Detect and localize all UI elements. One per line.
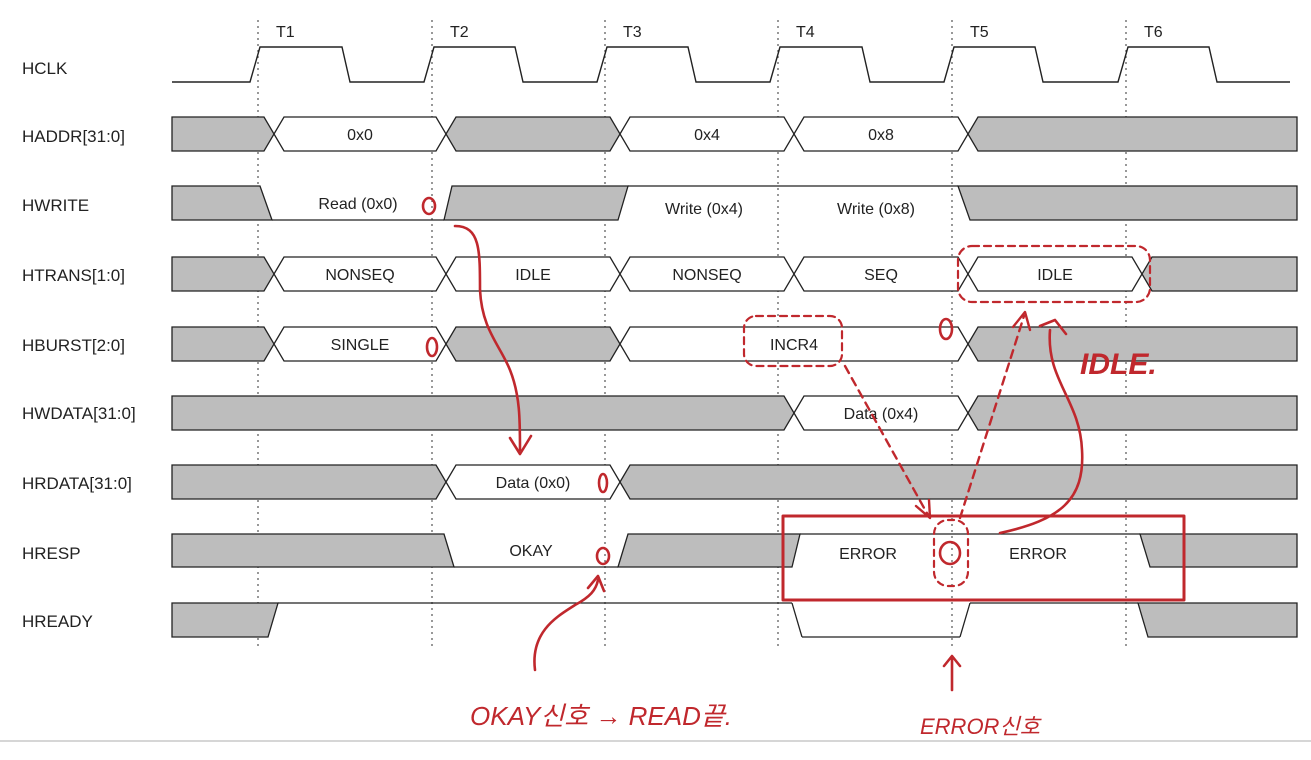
clock-label-t6: T6: [1144, 24, 1163, 41]
arrow-read-to-hrdata-head: [508, 434, 533, 456]
hready-waveform: [171, 602, 1298, 638]
arrow-incr4-to-error-head: [914, 498, 932, 520]
clock-label-t3: T3: [623, 24, 642, 41]
htrans-value-idle-2: IDLE: [1037, 267, 1073, 284]
haddr-value-0x0: 0x0: [347, 127, 373, 144]
hburst-value-incr4: INCR4: [770, 337, 818, 354]
hresp-value-error-1: ERROR: [839, 546, 897, 563]
haddr-waveform: [171, 116, 1298, 152]
marker-circle-t5-hburst: [938, 317, 954, 341]
hwrite-value-write-0x4: Write (0x4): [665, 201, 743, 218]
signal-label-hburst: HBURST[2:0]: [22, 336, 125, 355]
error-highlight-box: [781, 514, 1186, 602]
arrow-okay-note-up-head: [586, 574, 606, 593]
haddr-value-0x4: 0x4: [694, 127, 720, 144]
red-annotations: [421, 196, 1186, 692]
hburst-waveform: [171, 326, 1298, 362]
hresp-waveform: [171, 533, 1298, 568]
highlight-box-incr4: [742, 314, 844, 368]
hclk-waveform: [172, 46, 1290, 83]
signal-label-haddr: HADDR[31:0]: [22, 127, 125, 146]
clock-label-t1: T1: [276, 24, 295, 41]
marker-circle-hrdata: [597, 472, 609, 494]
hwrite-value-write-0x8: Write (0x8): [837, 201, 915, 218]
htrans-value-nonseq-2: NONSEQ: [672, 267, 741, 284]
signal-label-hresp: HRESP: [22, 544, 81, 563]
htrans-value-seq: SEQ: [864, 267, 898, 284]
arrow-error-note-up: [942, 654, 962, 692]
hresp-value-error-2: ERROR: [1009, 546, 1067, 563]
arrow-error-to-idle-note-head: [1038, 318, 1068, 336]
marker-circle-hwrite: [421, 196, 437, 216]
okay-note: OKAY신호 → READ끝.: [470, 701, 732, 731]
signal-label-hready: HREADY: [22, 612, 93, 631]
hwrite-waveform: [171, 185, 1298, 221]
htrans-value-idle-1: IDLE: [515, 267, 551, 284]
hwdata-waveform: [171, 395, 1298, 431]
clock-label-t5: T5: [970, 24, 989, 41]
marker-circle-hburst: [425, 336, 439, 358]
clock-label-t4: T4: [796, 24, 815, 41]
arrow-error-to-idle-head: [1011, 310, 1032, 332]
clock-label-t2: T2: [450, 24, 469, 41]
hwrite-value-read: Read (0x0): [318, 196, 397, 213]
hresp-value-okay: OKAY: [509, 543, 553, 560]
arrow-error-to-idle-note: [998, 328, 1084, 535]
hrdata-value-data-0x0: Data (0x0): [496, 475, 571, 492]
highlight-box-hresp-t5: [932, 518, 970, 588]
signal-label-hwdata: HWDATA[31:0]: [22, 404, 136, 423]
htrans-waveform: [171, 256, 1298, 292]
signal-label-hclk: HCLK: [22, 59, 68, 78]
marker-circle-t5-hresp: [938, 540, 962, 566]
error-note: ERROR신호: [920, 714, 1042, 739]
highlight-box-htrans-idle: [956, 244, 1152, 304]
timing-diagram: T1 T2 T3 T4 T5 T6 HCLK HADDR[31:0] HWRIT…: [22, 20, 1298, 739]
hwdata-value-data-0x4: Data (0x4): [844, 406, 919, 423]
arrow-error-to-idle: [958, 314, 1026, 520]
marker-circle-hresp: [595, 546, 611, 566]
haddr-value-0x8: 0x8: [868, 127, 894, 144]
hrdata-waveform: [171, 464, 1298, 500]
signal-label-hrdata: HRDATA[31:0]: [22, 474, 132, 493]
signal-label-htrans: HTRANS[1:0]: [22, 266, 125, 285]
hburst-value-single: SINGLE: [331, 337, 390, 354]
arrow-okay-note-up: [533, 578, 600, 672]
arrow-read-to-hrdata: [453, 224, 522, 452]
bottom-divider: [0, 740, 1311, 742]
htrans-value-nonseq-1: NONSEQ: [325, 267, 394, 284]
idle-note: IDLE.: [1080, 348, 1157, 381]
arrow-incr4-to-error: [843, 364, 930, 517]
signal-label-hwrite: HWRITE: [22, 196, 89, 215]
